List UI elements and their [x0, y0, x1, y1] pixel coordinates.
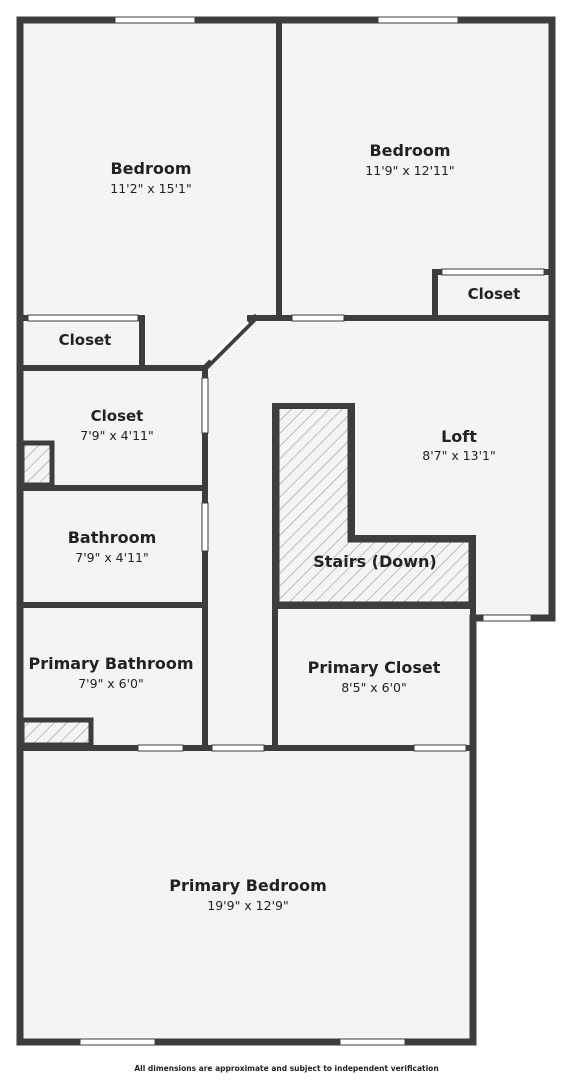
disclaimer-note: All dimensions are approximate and subje… [134, 1064, 439, 1073]
closet-right-name: Closet [468, 285, 521, 303]
window-bottom-left [79, 1038, 156, 1046]
wall-diagonal [200, 313, 260, 373]
loft-dims: 8'7" x 13'1" [422, 448, 495, 463]
stairs-name: Stairs (Down) [313, 552, 437, 571]
closet-left-name: Closet [59, 331, 112, 349]
primary-bedroom-name: Primary Bedroom [169, 876, 327, 895]
bathroom-name: Bathroom [68, 528, 157, 547]
closet-mid-name: Closet [91, 407, 144, 425]
primary-closet-dims: 8'5" x 6'0" [341, 680, 407, 695]
primary-closet-name: Primary Closet [308, 658, 441, 677]
opening-primary-bath [137, 744, 184, 752]
opening-left-closet [27, 314, 139, 322]
closet-mid-dims: 7'9" x 4'11" [80, 428, 153, 443]
opening-hall [211, 744, 265, 752]
opening-right-bedroom [291, 314, 345, 322]
opening-right-closet [441, 268, 545, 276]
window-top-right [377, 16, 459, 24]
bath-fixture-hatch [19, 717, 94, 748]
opening-bathroom [201, 502, 209, 552]
opening-closet-mid [201, 377, 209, 434]
bedroom-left-dims: 11'2" x 15'1" [110, 181, 191, 196]
bedroom-right-name: Bedroom [369, 141, 450, 160]
windows [27, 16, 545, 1046]
bedroom-left-name: Bedroom [110, 159, 191, 178]
window-loft [482, 614, 532, 622]
loft-name: Loft [441, 427, 477, 446]
closet-shelf-hatch [19, 440, 55, 488]
room-labels: Bedroom 11'2" x 15'1" Bedroom 11'9" x 12… [28, 141, 520, 913]
bedroom-right-dims: 11'9" x 12'11" [365, 163, 454, 178]
window-top-left [114, 16, 196, 24]
primary-bathroom-name: Primary Bathroom [28, 654, 193, 673]
window-bottom-right [339, 1038, 406, 1046]
bathroom-dims: 7'9" x 4'11" [75, 550, 148, 565]
wall-stairs-outline [272, 403, 476, 751]
primary-bedroom-dims: 19'9" x 12'9" [207, 898, 288, 913]
opening-diagonal [208, 320, 250, 362]
primary-bathroom-dims: 7'9" x 6'0" [78, 676, 144, 691]
opening-primary-closet [413, 744, 467, 752]
